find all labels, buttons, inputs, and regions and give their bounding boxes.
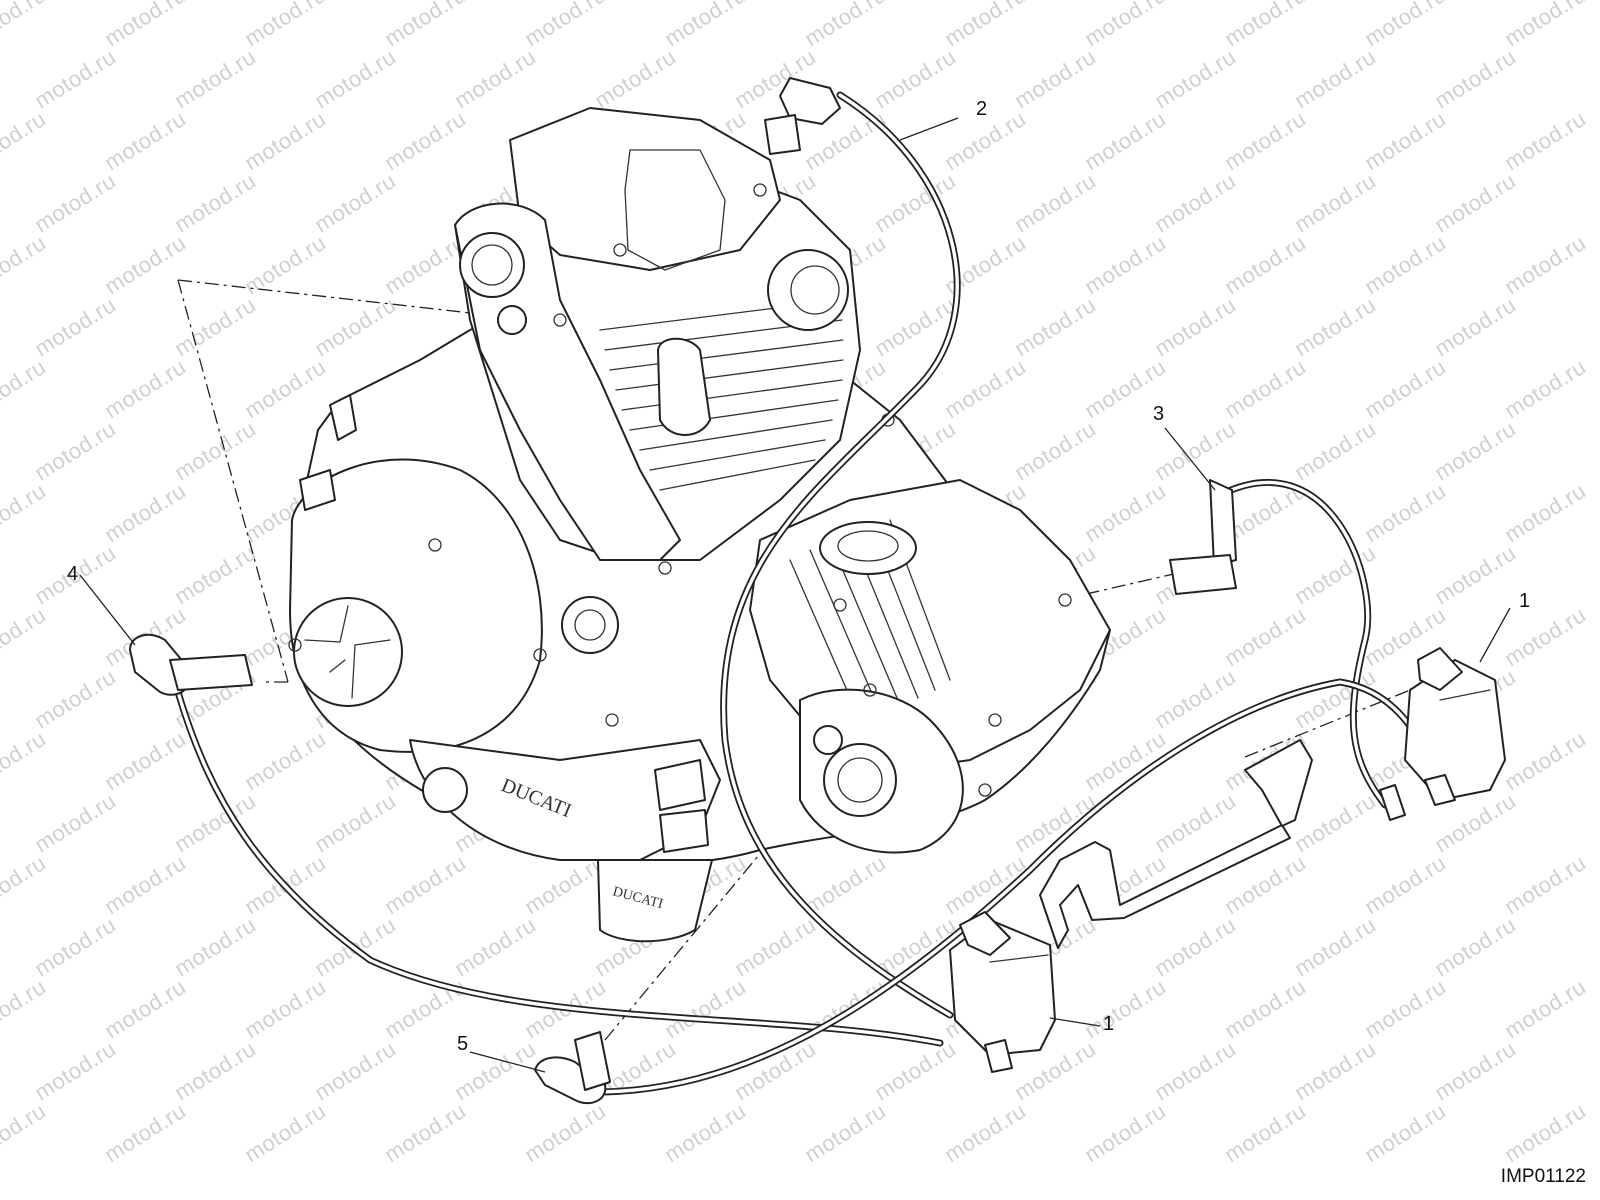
spark-plug-cap-left bbox=[129, 633, 253, 696]
spark-plug-cap-horizontal bbox=[1169, 479, 1237, 595]
callout-3: 3 bbox=[1153, 403, 1165, 425]
engine-block: DUCATI DUCATI bbox=[288, 107, 1111, 943]
spark-plug-cap-vertical bbox=[764, 77, 841, 155]
callout-4: 4 bbox=[67, 563, 79, 585]
ht-cables bbox=[174, 91, 1434, 1096]
callout-2: 2 bbox=[976, 98, 988, 120]
callout-5: 5 bbox=[457, 1033, 469, 1055]
ignition-coil-right bbox=[1379, 647, 1506, 821]
ignition-coil-lower bbox=[949, 911, 1056, 1073]
drawing-code: IMP01122 bbox=[1500, 1166, 1586, 1187]
callout-1-coil-right: 1 bbox=[1519, 590, 1531, 612]
callout-1-coil-lower: 1 bbox=[1103, 1013, 1115, 1035]
callout-leaders bbox=[79, 117, 1511, 1073]
spark-plug-cap-bottom bbox=[534, 1031, 611, 1105]
coil-mounting-bracket bbox=[1039, 739, 1313, 949]
